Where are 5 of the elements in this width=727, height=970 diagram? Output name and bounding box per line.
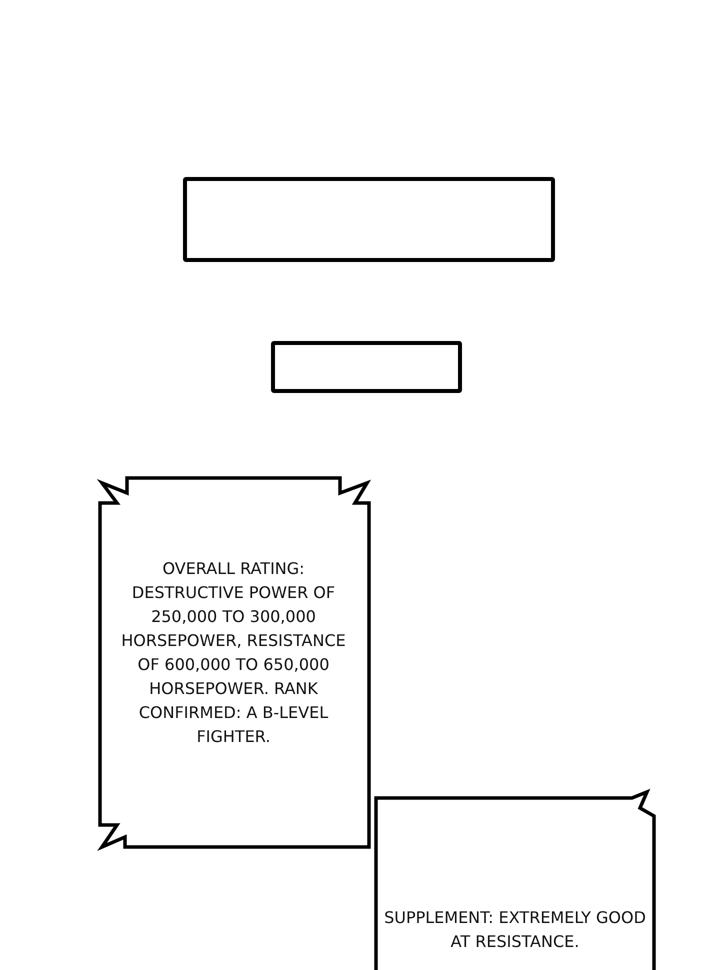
empty-panel-box	[271, 341, 462, 393]
caption-text: OVERALL RATING: DESTRUCTIVE POWER OF 250,000 TO 300,000 HORSEPOWER, RESISTANCE OF 600,000 TO 650,000 HORSEPOWER. RANK CONFIRMED: A B-LEVEL FIGHTER.	[120, 558, 347, 748]
empty-panel-box	[183, 177, 555, 262]
caption-text: SUPPLEMENT: EXTREMELY GOOD AT RESISTANCE.	[383, 907, 647, 953]
caption-box	[374, 788, 655, 970]
